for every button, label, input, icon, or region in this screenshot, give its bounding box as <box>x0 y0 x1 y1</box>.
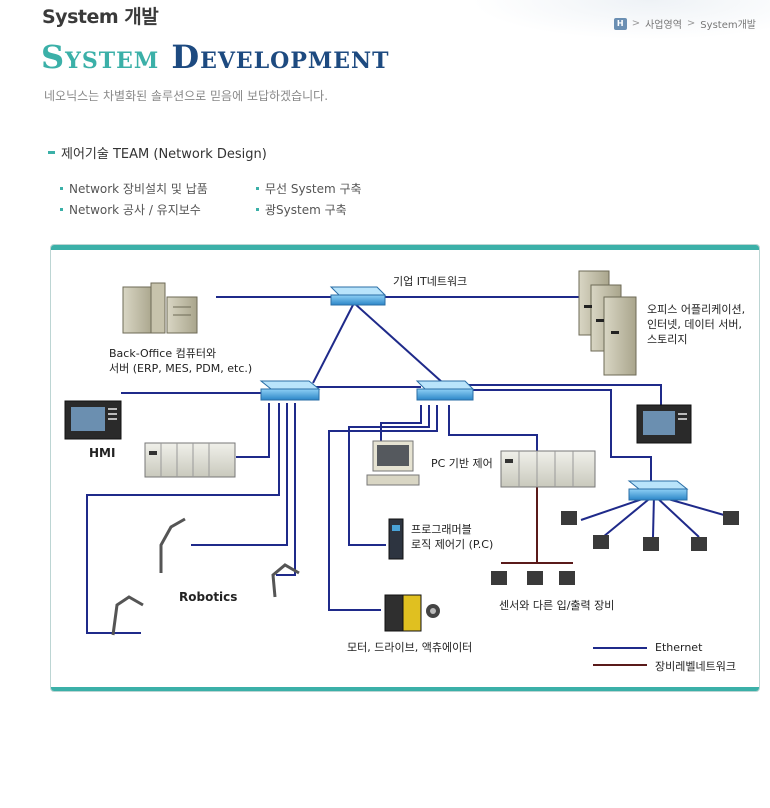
server-rack-icon <box>578 270 637 376</box>
label-back-office: Back-Office 컴퓨터와 서버 (ERP, MES, PDM, etc.… <box>109 347 253 375</box>
bullet-icon <box>256 187 259 190</box>
plc-controller-icon <box>388 518 404 560</box>
feature-text: Network 장비설치 및 납품 <box>69 182 208 196</box>
breadcrumb-separator: > <box>631 18 641 29</box>
breadcrumb-item-system-dev[interactable]: System개발 <box>700 20 756 31</box>
feature-text: 광System 구축 <box>265 203 347 217</box>
bullet-icon <box>60 208 63 211</box>
hero-heading: System Development <box>41 38 390 76</box>
hero-word-development: Development <box>171 38 390 76</box>
breadcrumb-item-business[interactable]: 사업영역 <box>645 20 682 31</box>
diagram-top-bar <box>51 245 759 250</box>
ethernet-links <box>86 296 732 634</box>
switch-icon <box>259 380 321 401</box>
pc-icon <box>366 440 420 486</box>
breadcrumb: H > 사업영역 > System개발 <box>613 16 756 31</box>
device-level-links <box>501 485 573 564</box>
label-office-apps: 오피스 어플리케이션, 인터넷, 데이터 서버, 스토리지 <box>647 303 746 346</box>
legend-label: Ethernet <box>655 641 703 654</box>
label-pc-control: PC 기반 제어 <box>431 457 493 470</box>
feature-list-left: Network 장비설치 및 납품 Network 공사 / 유지보수 <box>60 178 208 220</box>
feature-text: 무선 System 구축 <box>265 182 362 196</box>
label-enterprise-network: 기업 IT네트워크 <box>393 275 468 288</box>
label-sensors-io: 센서와 다른 입/출력 장비 <box>499 599 615 612</box>
feature-list-right: 무선 System 구축 광System 구축 <box>256 178 362 220</box>
switch-icon <box>415 380 475 401</box>
page-subtitle: 네오닉스는 차별화된 솔루션으로 믿음에 보답하겠습니다. <box>44 89 329 103</box>
label-plc: 프로그래머블 로직 제어기 (P.C) <box>411 523 494 551</box>
switch-icon <box>627 480 689 501</box>
home-icon[interactable]: H <box>613 17 627 30</box>
network-diagram: 기업 IT네트워크 Back-Office 컴퓨터와 서버 (ERP, MES,… <box>50 244 760 692</box>
network-diagram-svg <box>64 270 739 666</box>
plc-rack-icon <box>500 450 596 488</box>
list-item: Network 공사 / 유지보수 <box>60 199 208 220</box>
legend-ethernet: Ethernet <box>655 641 702 654</box>
section-heading: 제어기술 TEAM (Network Design) <box>48 143 267 162</box>
drive-icon <box>384 594 440 632</box>
label-hmi: HMI <box>89 446 116 460</box>
robot-arm-icon <box>111 517 300 636</box>
page-title: System 개발 <box>42 6 159 28</box>
bullet-icon <box>60 187 63 190</box>
switch-icon <box>329 286 387 306</box>
hmi-panel-icon <box>64 400 122 440</box>
bullet-icon <box>256 208 259 211</box>
legend-lines <box>593 647 647 666</box>
label-robotics: Robotics <box>179 590 238 604</box>
section-dash-icon <box>48 151 55 154</box>
section-title: 제어기술 TEAM (Network Design) <box>61 147 267 162</box>
legend-label: 장비레벨네트워크 <box>655 660 736 673</box>
legend-device-network: 장비레벨네트워크 <box>655 658 736 674</box>
list-item: 광System 구축 <box>256 199 362 220</box>
list-item: 무선 System 구축 <box>256 178 362 199</box>
hero-word-system: System <box>41 38 160 76</box>
breadcrumb-separator: > <box>686 18 696 29</box>
label-motors: 모터, 드라이브, 액츄에이터 <box>347 641 473 654</box>
plc-rack-icon <box>144 442 236 478</box>
diagram-bottom-bar <box>51 687 759 691</box>
list-item: Network 장비설치 및 납품 <box>60 178 208 199</box>
feature-text: Network 공사 / 유지보수 <box>69 203 201 217</box>
io-module-icon <box>491 511 739 585</box>
server-icon <box>122 282 198 334</box>
hmi-panel-icon <box>636 404 692 444</box>
